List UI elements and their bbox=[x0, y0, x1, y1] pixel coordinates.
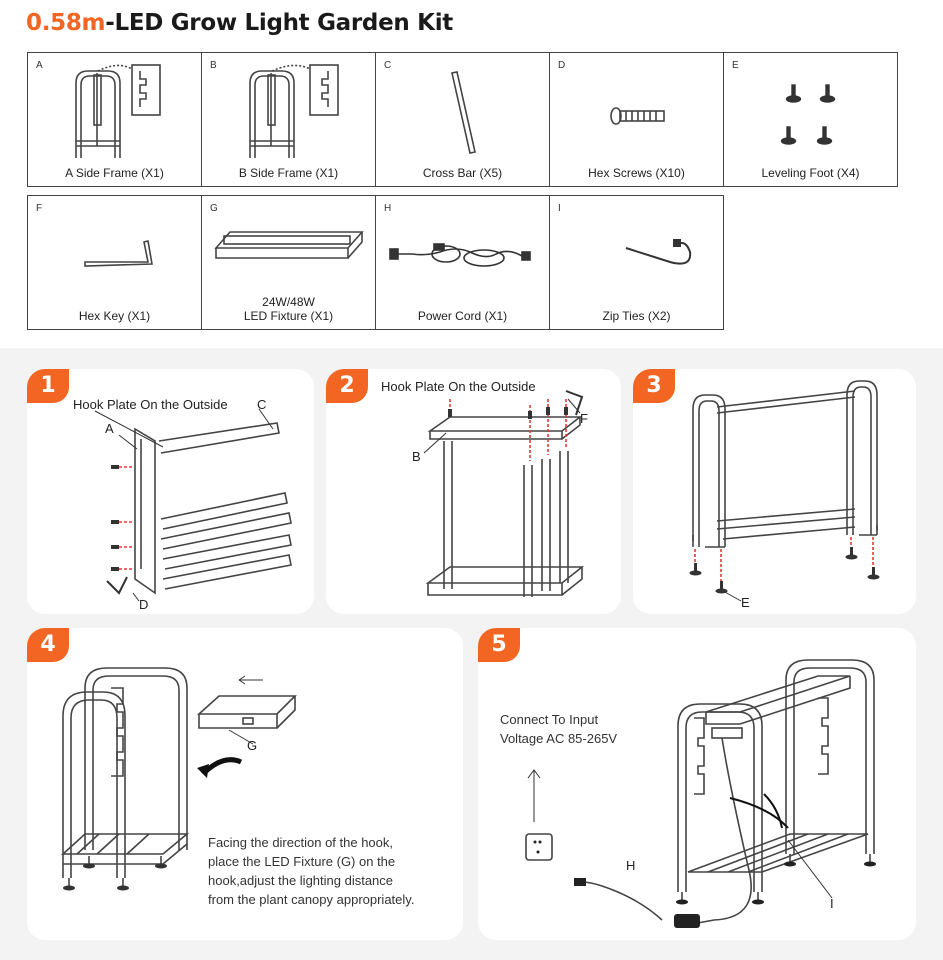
label-c: C bbox=[257, 397, 267, 412]
part-letter: F bbox=[36, 203, 43, 214]
cross-bar-icon bbox=[451, 71, 476, 154]
part-letter: D bbox=[558, 60, 566, 71]
part-letter: A bbox=[36, 60, 43, 71]
label-d: D bbox=[139, 597, 149, 612]
part-cell-b: B B Side Frame (X1) bbox=[201, 52, 376, 187]
leveling-foot-icon bbox=[780, 84, 836, 145]
part-letter: G bbox=[210, 203, 218, 214]
step-3-illustration bbox=[689, 380, 880, 602]
part-letter: B bbox=[210, 60, 217, 71]
part-letter: E bbox=[732, 60, 739, 71]
part-caption: Zip Ties (X2) bbox=[602, 309, 671, 323]
side-frame-a-icon bbox=[75, 64, 161, 158]
part-cell-a: A A Side Frame (X1) bbox=[27, 52, 202, 187]
instruction-line: place the LED Fixture (G) on the bbox=[208, 854, 396, 869]
part-caption: Power Cord (X1) bbox=[417, 309, 508, 323]
step-2-card: 2 Hook Plate On the Outside B F bbox=[326, 369, 621, 614]
part-caption: Hex Screws (X10) bbox=[588, 166, 685, 180]
step-4-instruction: Facing the direction of the hook, place … bbox=[208, 833, 414, 909]
label-h: H bbox=[626, 858, 636, 873]
label-g: G bbox=[247, 738, 258, 753]
part-letter: I bbox=[558, 203, 561, 214]
title-size: 0.58m bbox=[26, 10, 106, 36]
part-cell-f: F Hex Key (X1) bbox=[27, 195, 202, 330]
part-caption: Hex Key (X1) bbox=[78, 309, 151, 323]
part-caption: B Side Frame (X1) bbox=[238, 166, 339, 180]
hook-plate-label: Hook Plate On the Outside bbox=[73, 397, 228, 412]
instruction-line: hook,adjust the lighting distance bbox=[208, 873, 394, 888]
step-5-card: 5 bbox=[478, 628, 916, 940]
part-cell-d: D Hex Screws (X10) bbox=[549, 52, 724, 187]
part-caption: Cross Bar (X5) bbox=[422, 166, 503, 180]
hex-key-icon bbox=[84, 240, 153, 267]
part-cell-h: H Power Cord (X1) bbox=[375, 195, 550, 330]
side-frame-b-icon bbox=[249, 64, 339, 158]
step-number: 3 bbox=[633, 369, 675, 403]
step-4-card: 4 G Facing the direction of the ho bbox=[27, 628, 463, 940]
part-caption-line2: LED Fixture (X1) bbox=[243, 309, 334, 323]
step-number: 1 bbox=[27, 369, 69, 403]
part-caption: A Side Frame (X1) bbox=[65, 166, 164, 180]
label-f: F bbox=[580, 411, 588, 426]
instruction-line: from the plant canopy appropriately. bbox=[208, 892, 415, 907]
label-b: B bbox=[412, 449, 421, 464]
step-number: 4 bbox=[27, 628, 69, 662]
page-title: 0.58m-LED Grow Light Garden Kit bbox=[26, 10, 453, 36]
hook-plate-label: Hook Plate On the Outside bbox=[381, 379, 536, 394]
part-cell-e: E Leveling Foot (X4) bbox=[723, 52, 898, 187]
step-5-illustration bbox=[525, 659, 876, 928]
connect-line: Voltage AC 85-265V bbox=[500, 731, 618, 746]
step-2-illustration bbox=[423, 390, 585, 597]
part-caption: Leveling Foot (X4) bbox=[761, 166, 860, 180]
title-text: -LED Grow Light Garden Kit bbox=[105, 10, 453, 36]
led-fixture-icon bbox=[214, 231, 364, 259]
part-cell-i: I Zip Ties (X2) bbox=[549, 195, 724, 330]
part-caption-line1: 24W/48W bbox=[262, 295, 315, 309]
label-a: A bbox=[105, 421, 114, 436]
connect-line: Connect To Input bbox=[500, 712, 599, 727]
step-3-card: 3 E bbox=[633, 369, 916, 614]
part-cell-c: C Cross Bar (X5) bbox=[375, 52, 550, 187]
step-1-card: 1 Hook Plate On the Outside A C D bbox=[27, 369, 314, 614]
instruction-line: Facing the direction of the hook, bbox=[208, 835, 394, 850]
power-cord-icon bbox=[389, 243, 531, 267]
label-i: I bbox=[830, 896, 834, 911]
step-number: 2 bbox=[326, 369, 368, 403]
connect-voltage-note: Connect To Input Voltage AC 85-265V bbox=[500, 710, 617, 748]
part-letter: H bbox=[384, 203, 392, 214]
label-e: E bbox=[741, 595, 750, 610]
step-number: 5 bbox=[478, 628, 520, 662]
part-letter: C bbox=[384, 60, 392, 71]
step-1-illustration bbox=[94, 408, 292, 602]
hex-screw-icon bbox=[610, 107, 665, 125]
step-4-illustration bbox=[60, 667, 297, 891]
zip-tie-icon bbox=[625, 239, 692, 265]
